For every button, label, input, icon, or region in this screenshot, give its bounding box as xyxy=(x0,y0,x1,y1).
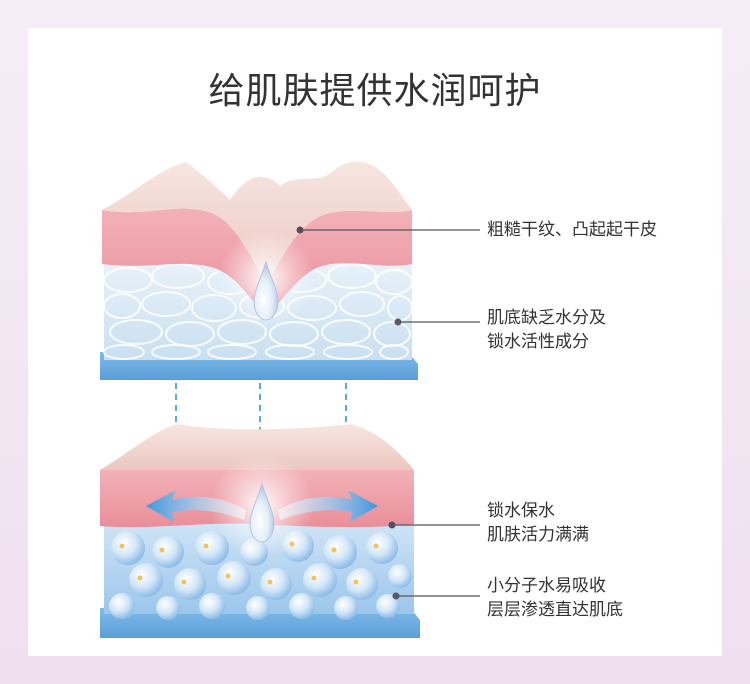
hydrated-skin-block xyxy=(100,424,420,638)
label-absorb: 小分子水易吸收 层层渗透直达肌底 xyxy=(487,574,623,622)
label-lack: 肌底缺乏水分及 锁水活性成分 xyxy=(487,306,606,354)
label-lack-line2: 锁水活性成分 xyxy=(487,330,606,354)
label-lock-line2: 肌肤活力满满 xyxy=(487,523,589,547)
label-lack-line1: 肌底缺乏水分及 xyxy=(487,306,606,330)
label-lock-line1: 锁水保水 xyxy=(487,499,589,523)
label-rough: 粗糙干纹、凸起起干皮 xyxy=(487,218,657,242)
dry-skin-block xyxy=(100,162,418,380)
label-absorb-line2: 层层渗透直达肌底 xyxy=(487,598,623,622)
label-lock: 锁水保水 肌肤活力满满 xyxy=(487,499,589,547)
label-absorb-line1: 小分子水易吸收 xyxy=(487,574,623,598)
label-rough-text: 粗糙干纹、凸起起干皮 xyxy=(487,220,657,240)
